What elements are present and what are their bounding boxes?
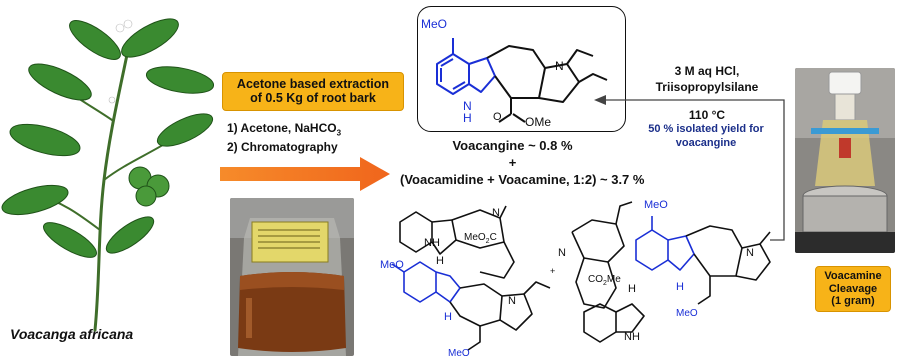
reactor-cap bbox=[828, 71, 862, 95]
azepane-ring bbox=[486, 45, 546, 69]
pyrrole-ring bbox=[468, 57, 496, 93]
heating-block bbox=[802, 195, 888, 233]
flower bbox=[108, 96, 116, 104]
product-plus: + bbox=[508, 155, 517, 170]
label-co2me-dimer2: CO2Me bbox=[588, 274, 621, 287]
label-ome: OMe bbox=[525, 115, 551, 129]
leaf bbox=[145, 66, 215, 94]
leaf bbox=[28, 63, 92, 101]
extraction-line-2: of 0.5 Kg of root bark bbox=[250, 91, 376, 106]
label-nh-dimer1: NH bbox=[424, 237, 440, 249]
bottle-liquid bbox=[238, 272, 346, 352]
dimer-plus: + bbox=[550, 266, 555, 276]
label-meo-ester-dimer1: MeO bbox=[448, 348, 470, 359]
arrow-shape bbox=[220, 157, 390, 191]
fruit bbox=[135, 185, 157, 207]
cleavage-callout-line-3: (1 gram) bbox=[831, 295, 875, 308]
cleavage-temperature: 110 °C bbox=[688, 108, 726, 122]
reagent-line-1: 3 M aq HCl, bbox=[674, 64, 740, 78]
cleavage-reagents: 3 M aq HCl, Triisopropylsilane bbox=[628, 64, 786, 95]
cleavage-callout-line-1: Voacamine bbox=[824, 270, 882, 282]
process-arrow bbox=[220, 157, 390, 191]
leaf bbox=[9, 123, 81, 157]
label-n: N bbox=[555, 59, 564, 73]
label-h-dimer2: H bbox=[628, 283, 636, 295]
voacangine-structure: MeO N H N O OMe bbox=[421, 17, 608, 129]
label-meo-dimer2: MeO bbox=[644, 199, 668, 211]
cleavage-arrow bbox=[594, 95, 785, 241]
extraction-callout: Acetone based extraction of 0.5 Kg of ro… bbox=[222, 72, 404, 111]
reactor-photo bbox=[795, 68, 895, 253]
bottle-photo bbox=[230, 198, 354, 356]
indole-benzene-lower bbox=[403, 261, 437, 303]
step-1: 1) Acetone, NaHCO3 bbox=[227, 121, 342, 138]
label-nh-dimer1-lower: H bbox=[444, 311, 452, 323]
leaf bbox=[1, 184, 69, 216]
leaf bbox=[105, 216, 155, 254]
label-nh-h: H bbox=[463, 111, 472, 125]
label-n-dimer1: N bbox=[492, 207, 500, 219]
label-o: O bbox=[493, 111, 502, 123]
label-nh-n: N bbox=[463, 99, 472, 113]
label-nh-dimer2: NH bbox=[624, 331, 640, 343]
label-h-dimer1: H bbox=[436, 255, 444, 267]
cleavage-callout: Voacamine Cleavage (1 gram) bbox=[815, 266, 891, 312]
label-n-dimer2-right: N bbox=[746, 247, 754, 259]
step-2: 2) Chromatography bbox=[227, 140, 338, 155]
label-meo: MeO bbox=[421, 17, 447, 31]
leaf bbox=[69, 20, 121, 60]
flower bbox=[123, 19, 133, 29]
label-meo-dimer1: MeO bbox=[380, 259, 404, 271]
yield-line-1: 50 % isolated yield for bbox=[648, 123, 764, 135]
product-voacangine: Voacangine ~ 0.8 % bbox=[452, 138, 573, 153]
label-meo-ester-dimer2: MeO bbox=[676, 308, 698, 319]
label-meo2c-dimer1: MeO2C bbox=[464, 232, 497, 245]
yield-line-2: voacangine bbox=[675, 136, 737, 149]
extraction-conditions: 1) Acetone, NaHCO3 2) Chromatography bbox=[227, 120, 341, 155]
leaf bbox=[43, 222, 97, 258]
reagent-line-2: Triisopropylsilane bbox=[655, 79, 759, 94]
plant-illustration bbox=[1, 18, 215, 332]
plant-label: Voacanga africana bbox=[10, 326, 134, 342]
cleavage-callout-line-2: Cleavage bbox=[828, 282, 878, 295]
leaf bbox=[121, 18, 179, 58]
leaf bbox=[156, 113, 214, 147]
plant-stem bbox=[93, 38, 132, 332]
flower bbox=[115, 23, 125, 33]
reactor-clamp bbox=[811, 128, 879, 134]
voacangine-box bbox=[417, 6, 626, 132]
product-dimers: (Voacamidine + Voacamine, 1:2) ~ 3.7 % bbox=[400, 172, 645, 187]
indole-benzene-right bbox=[583, 303, 617, 343]
label-nh-dimer2-upper: H bbox=[676, 281, 684, 293]
extraction-line-1: Acetone based extraction bbox=[236, 77, 390, 91]
dimer-structures: MeO NH MeO2C N H H N MeO + MeO N CO2Me H… bbox=[380, 199, 771, 359]
cleavage-yield: 50 % isolated yield for voacangine bbox=[616, 123, 796, 151]
arrow-head bbox=[594, 95, 606, 105]
label-n-dimer2: N bbox=[558, 247, 566, 259]
label-n-dimer1-lower: N bbox=[508, 295, 516, 307]
